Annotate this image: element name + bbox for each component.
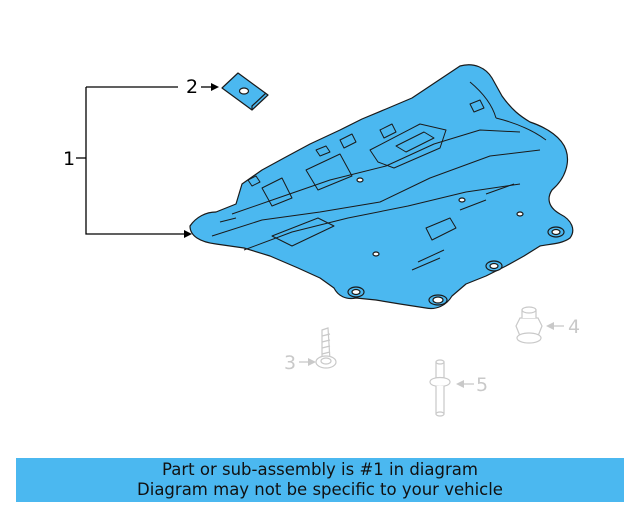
callout-3-arrowhead [308, 358, 316, 366]
callout-1-bracket [76, 86, 186, 235]
callout-5-arrowhead [456, 380, 464, 388]
splash-shield-part [189, 64, 574, 310]
info-banner: Part or sub-assembly is #1 in diagram Di… [16, 458, 624, 502]
screw-part [315, 327, 337, 369]
callout-2-arrowhead [211, 83, 219, 91]
nut-part [515, 306, 543, 344]
banner-line-2: Diagram may not be specific to your vehi… [137, 480, 503, 499]
callout-3-label: 3 [284, 352, 296, 374]
callout-1-label: 1 [63, 148, 75, 170]
callout-5-label: 5 [476, 374, 488, 396]
banner-line-1: Part or sub-assembly is #1 in diagram [162, 460, 478, 479]
push-clip-part [429, 359, 451, 417]
clip-nut-part [221, 72, 269, 111]
callout-4-arrowhead [546, 322, 554, 330]
callout-2-label: 2 [186, 76, 198, 98]
callout-1-arrowhead [184, 230, 192, 238]
callout-4-label: 4 [568, 316, 580, 338]
